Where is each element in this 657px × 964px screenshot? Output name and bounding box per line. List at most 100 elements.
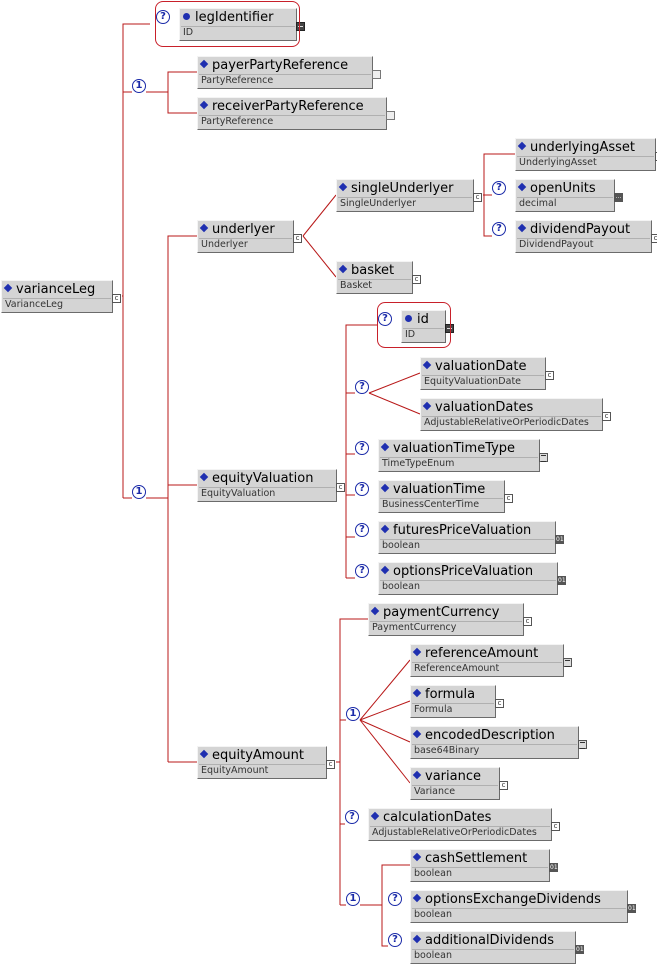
- optional-icon-opt-timetype[interactable]: ?: [355, 441, 369, 455]
- element-type: boolean: [412, 949, 574, 962]
- bool-type-icon[interactable]: 01: [555, 534, 564, 544]
- complex-type-icon[interactable]: c: [545, 370, 554, 380]
- element-marker-icon: [412, 934, 422, 944]
- element-name: optionsPriceValuation: [393, 564, 534, 579]
- element-type: Basket: [338, 279, 411, 292]
- complex-type-icon[interactable]: c: [551, 821, 560, 831]
- element-type: PartyReference: [199, 74, 371, 87]
- sequence-icon-seq-party[interactable]: 1: [132, 79, 146, 93]
- complex-type-icon[interactable]: c: [602, 411, 611, 421]
- connector-line: [345, 324, 378, 485]
- dots-type-icon[interactable]: ...: [614, 192, 623, 202]
- bool-type-icon[interactable]: 01: [557, 575, 566, 585]
- element-name: encodedDescription: [425, 728, 555, 743]
- optional-icon-opt-adddiv[interactable]: ?: [388, 933, 402, 947]
- connector-line: [359, 719, 411, 743]
- optional-icon-opt-valdate[interactable]: ?: [355, 380, 369, 394]
- simple-type-icon[interactable]: [563, 657, 572, 667]
- optional-icon-opt-options[interactable]: ?: [355, 564, 369, 578]
- complex-type-icon[interactable]: c: [473, 192, 482, 202]
- complex-type-icon[interactable]: c: [499, 780, 508, 790]
- element-type: boolean: [380, 539, 554, 552]
- empty-type-icon[interactable]: [372, 69, 381, 79]
- empty-type-icon[interactable]: [386, 110, 395, 120]
- complex-type-icon[interactable]: c: [495, 698, 504, 708]
- simple-type-icon[interactable]: [578, 739, 587, 749]
- connector-line: [368, 372, 421, 394]
- optional-icon-opt-dividend[interactable]: ?: [492, 222, 506, 236]
- element-type: base64Binary: [412, 744, 577, 757]
- element-name: openUnits: [530, 181, 596, 196]
- optional-icon-opt-legid[interactable]: ?: [156, 10, 170, 24]
- attr-type-icon[interactable]: [445, 323, 454, 333]
- complex-type-icon[interactable]: c: [651, 233, 657, 243]
- complex-type-icon[interactable]: c: [336, 482, 345, 492]
- element-name: receiverPartyReference: [212, 99, 364, 114]
- attr-type-icon[interactable]: [296, 21, 305, 31]
- sequence-icon-seq-amount[interactable]: 1: [346, 707, 360, 721]
- optional-icon-opt-futures[interactable]: ?: [355, 523, 369, 537]
- element-name: referenceAmount: [425, 646, 539, 661]
- connector-line: [359, 719, 411, 784]
- element-type: EquityValuation: [199, 487, 335, 500]
- element-type: EquityValuationDate: [422, 375, 544, 388]
- element-name: variance: [425, 769, 481, 784]
- element-name: varianceLeg: [16, 282, 96, 297]
- simple-type-icon[interactable]: [539, 452, 548, 462]
- element-name: payerPartyReference: [212, 58, 349, 73]
- element-type: AdjustableRelativeOrPeriodicDates: [370, 826, 550, 839]
- bool-type-icon[interactable]: 01: [549, 862, 558, 872]
- element-type: Underlyer: [199, 238, 292, 251]
- element-name: underlyingAsset: [530, 140, 636, 155]
- bool-type-icon[interactable]: 01: [575, 944, 584, 954]
- complex-type-icon[interactable]: c: [655, 151, 657, 161]
- complex-type-icon[interactable]: c: [412, 274, 421, 284]
- complex-type-icon[interactable]: c: [326, 759, 335, 769]
- complex-type-icon[interactable]: c: [293, 233, 302, 243]
- element-underlyingAsset[interactable]: underlyingAssetUnderlyingAssetc: [515, 138, 657, 171]
- complex-type-icon[interactable]: c: [112, 293, 121, 303]
- sequence-icon-seq-settle[interactable]: 1: [346, 892, 360, 906]
- element-marker-icon: [517, 182, 527, 192]
- optional-icon-opt-calcdates[interactable]: ?: [345, 810, 359, 824]
- bool-type-icon[interactable]: 01: [627, 903, 636, 913]
- element-name: calculationDates: [383, 810, 492, 825]
- element-type: ID: [403, 328, 444, 341]
- complex-type-icon[interactable]: c: [523, 616, 532, 626]
- optional-icon-opt-openunits[interactable]: ?: [492, 181, 506, 195]
- element-marker-icon: [380, 442, 390, 452]
- optional-icon-opt-optex[interactable]: ?: [388, 892, 402, 906]
- sequence-icon-seq-main[interactable]: 1: [132, 485, 146, 499]
- complex-type-icon[interactable]: c: [504, 493, 513, 503]
- element-marker-icon: [517, 223, 527, 233]
- optional-icon-opt-valtime[interactable]: ?: [355, 482, 369, 496]
- optional-icon-opt-id[interactable]: ?: [378, 312, 392, 326]
